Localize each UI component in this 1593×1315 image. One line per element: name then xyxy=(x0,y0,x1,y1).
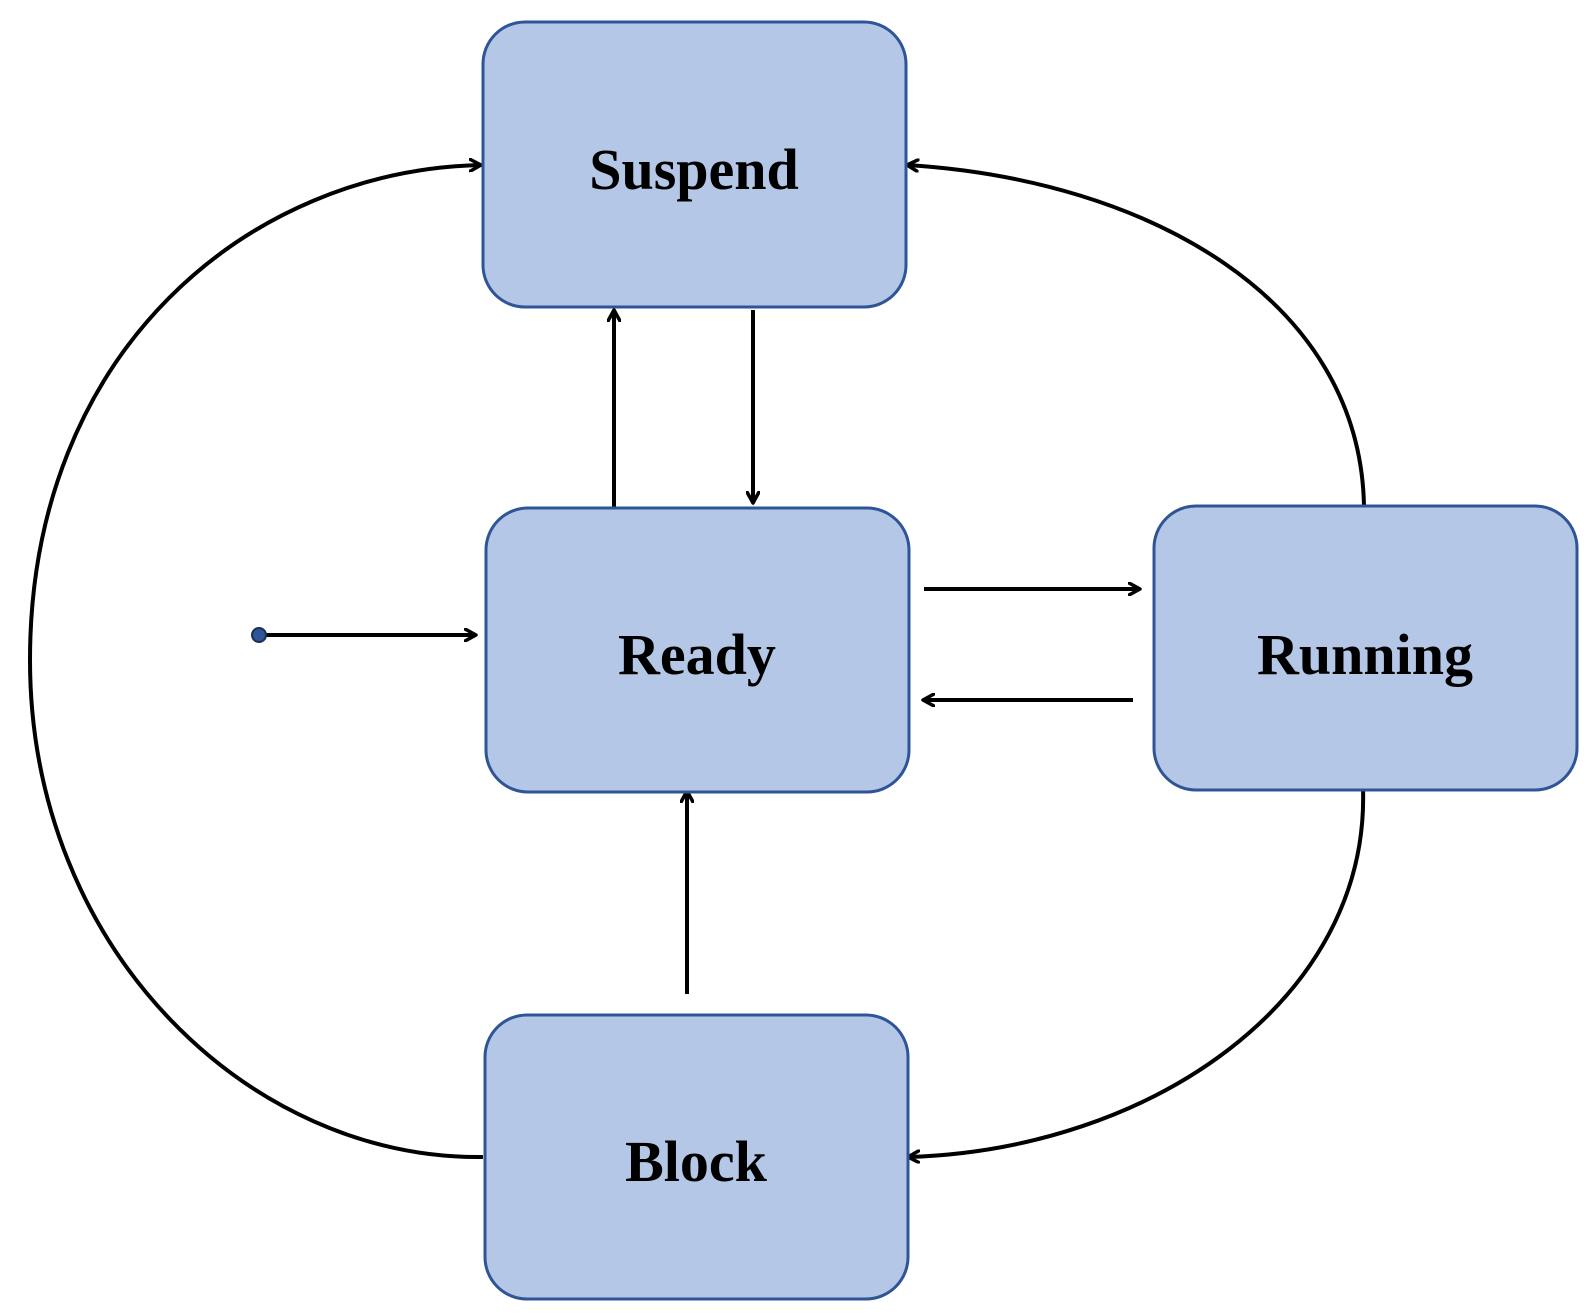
state-ready: Ready xyxy=(484,506,911,794)
initial-state-dot xyxy=(251,627,267,643)
state-running-label: Running xyxy=(1257,622,1473,687)
state-block-box xyxy=(483,1013,910,1301)
state-ready-box xyxy=(484,506,911,794)
state-block: Block xyxy=(483,1013,910,1301)
state-ready-label: Ready xyxy=(618,622,776,687)
edge-running-to-block xyxy=(908,787,1366,1157)
edge-running-to-suspend xyxy=(907,165,1366,507)
state-suspend-box xyxy=(481,20,908,309)
transitions xyxy=(27,165,1366,1160)
state-block-label: Block xyxy=(625,1129,768,1194)
state-running: Running xyxy=(1152,504,1579,792)
state-running-box xyxy=(1152,504,1579,792)
edge-block-to-suspend xyxy=(27,165,484,1160)
state-suspend-label: Suspend xyxy=(589,137,799,202)
state-suspend: Suspend xyxy=(481,20,908,309)
